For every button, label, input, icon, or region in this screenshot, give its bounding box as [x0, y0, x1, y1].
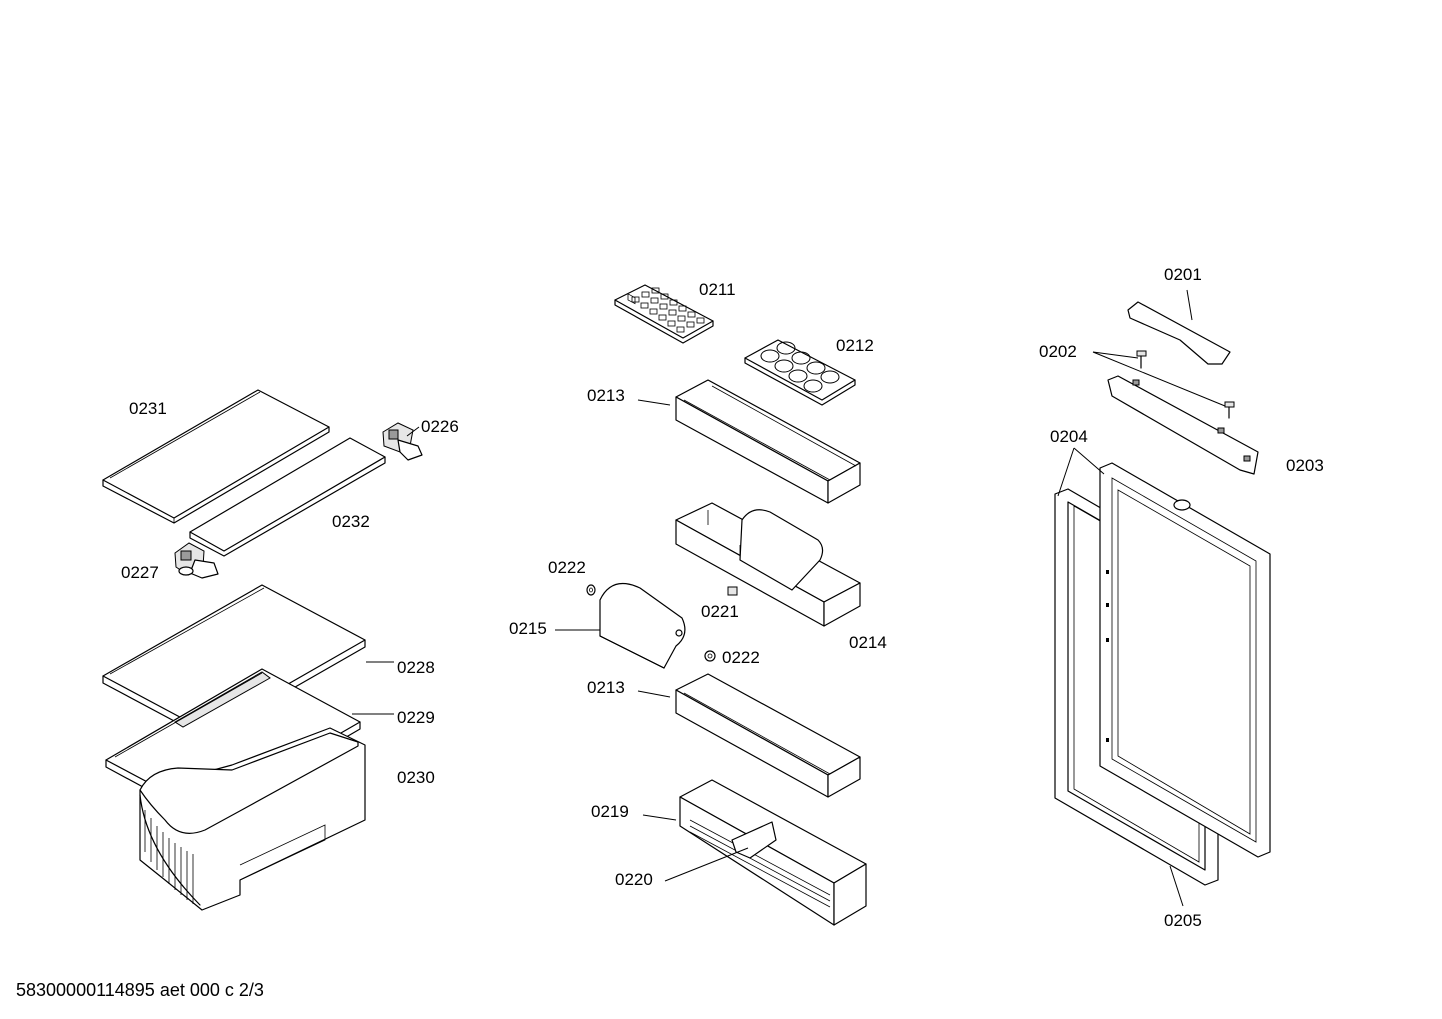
- document-code: 58300000114895 aet 000 c 2/3: [16, 980, 264, 1000]
- leader-lines: [352, 289, 1226, 907]
- part-0220-bottle-divider: [731, 821, 777, 859]
- part-0202-screw-b: [1224, 401, 1235, 419]
- callout-0205: 0205: [1164, 911, 1202, 930]
- callout-0227: 0227: [121, 563, 159, 582]
- callout-0230: 0230: [397, 768, 435, 787]
- part-0232-shelf-strip: [189, 437, 386, 557]
- callout-0232: 0232: [332, 512, 370, 531]
- callout-0219: 0219: [591, 802, 629, 821]
- callout-0228: 0228: [397, 658, 435, 677]
- part-0221-latch: [727, 586, 738, 596]
- part-0222-washer-upper: [586, 584, 596, 596]
- part-0231-shelf: [102, 389, 330, 524]
- callout-0222-lower: 0222: [722, 648, 760, 667]
- part-0203-bracket: [1107, 375, 1259, 475]
- part-0222-washer-lower: [704, 650, 716, 662]
- callout-0222-upper: 0222: [548, 558, 586, 577]
- part-0214-dairy-compartment: [675, 502, 861, 627]
- callout-0226: 0226: [421, 417, 459, 436]
- part-0202-screw-a: [1136, 350, 1147, 369]
- callout-0213-lower: 0213: [587, 678, 625, 697]
- part-0219-bottle-bin: [679, 779, 867, 926]
- callout-0204: 0204: [1050, 427, 1088, 446]
- callout-0221: 0221: [701, 602, 739, 621]
- callout-0202: 0202: [1039, 342, 1077, 361]
- part-0227-bracket: [174, 542, 219, 579]
- callout-0214: 0214: [849, 633, 887, 652]
- part-0205-door-panel: [1099, 462, 1271, 858]
- part-0211-ice-tray: [614, 284, 714, 344]
- part-0230-crisper-drawer: [139, 727, 366, 911]
- callout-0201: 0201: [1164, 265, 1202, 284]
- part-0213-door-bin-lower: [675, 673, 861, 798]
- callout-0220: 0220: [615, 870, 653, 889]
- part-0213-door-bin-upper: [675, 379, 861, 504]
- callout-0211: 0211: [699, 280, 736, 299]
- callout-0203: 0203: [1286, 456, 1324, 475]
- callout-0215: 0215: [509, 619, 547, 638]
- callout-0231: 0231: [129, 399, 167, 418]
- callout-0229: 0229: [397, 708, 435, 727]
- callout-0213-upper: 0213: [587, 386, 625, 405]
- part-0215-flap: [599, 582, 686, 669]
- part-0226-bracket: [382, 422, 423, 461]
- part-0212-egg-tray: [744, 339, 856, 406]
- callout-0212: 0212: [836, 336, 874, 355]
- part-0201-cover: [1127, 301, 1231, 365]
